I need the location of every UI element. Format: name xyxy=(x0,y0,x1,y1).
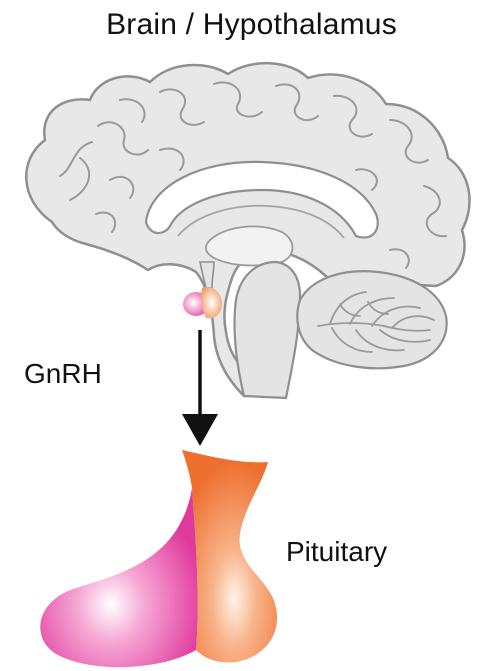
hormone-label: GnRH xyxy=(24,358,102,390)
brain-sagittal-icon xyxy=(26,63,469,398)
hypothalamus-pituitary-stalk-icon xyxy=(183,287,222,318)
pituitary-gland-icon xyxy=(40,450,277,667)
organ-label: Pituitary xyxy=(286,536,387,568)
diagram-title: Brain / Hypothalamus xyxy=(0,8,503,42)
arrow-down-icon xyxy=(182,330,218,446)
